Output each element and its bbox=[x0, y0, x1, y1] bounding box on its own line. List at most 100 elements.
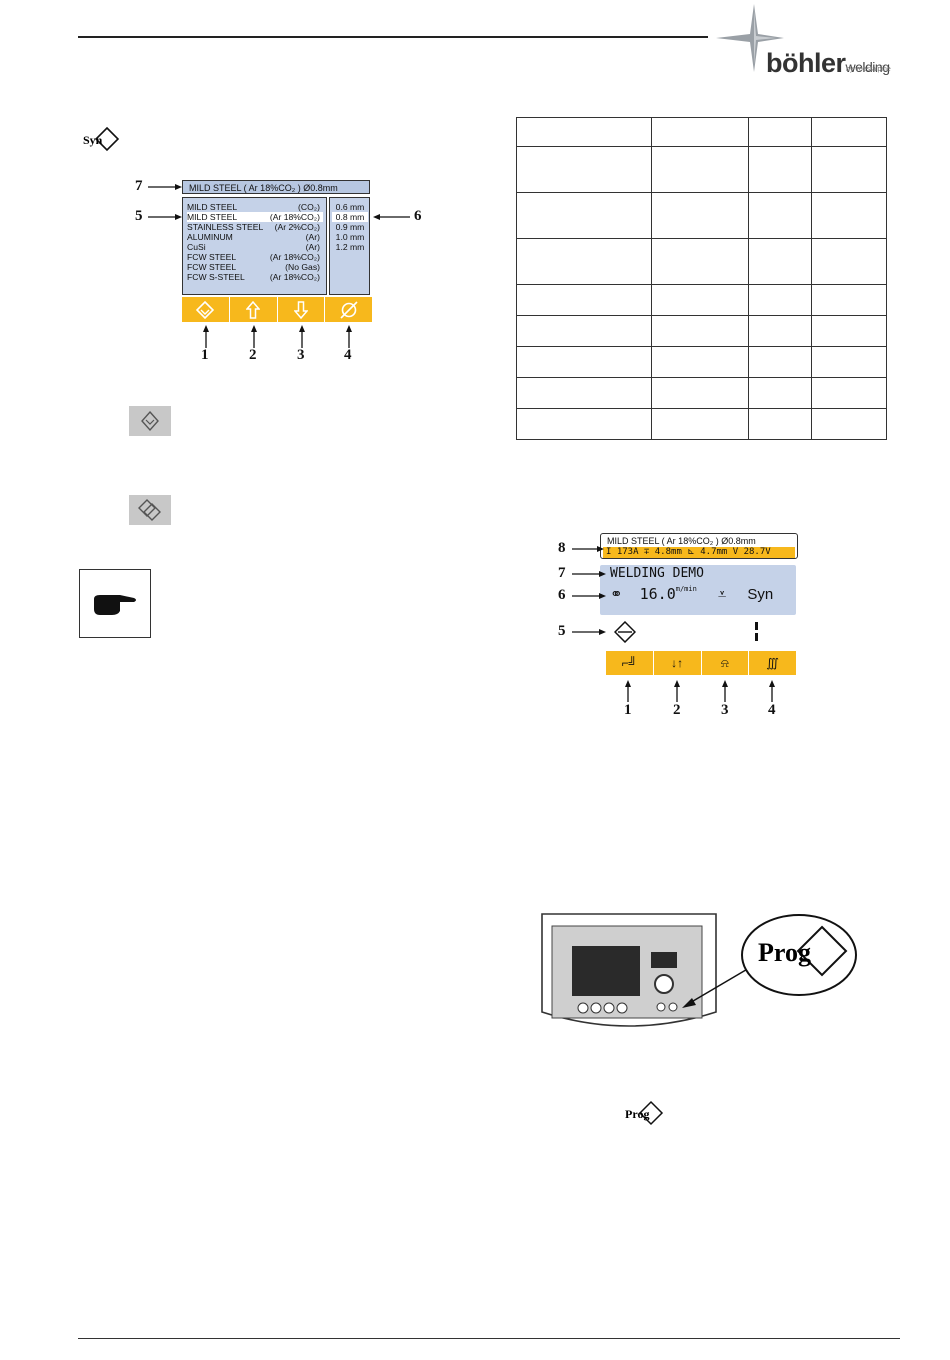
main-display: WELDING DEMO ⚭ 16.0m/min ⩡ Syn bbox=[600, 565, 796, 615]
material-name: FCW S-STEEL bbox=[187, 272, 245, 282]
diameter-item[interactable]: 1.0 mm bbox=[335, 232, 365, 242]
brand-suffix: welding bbox=[845, 59, 890, 75]
wire-feed-icon: ⚭ bbox=[610, 585, 623, 603]
table-cell bbox=[748, 238, 812, 285]
callout-4: 4 bbox=[344, 347, 352, 363]
svg-text:Prog: Prog bbox=[625, 1107, 649, 1121]
table-cell bbox=[651, 408, 749, 440]
diameter-key[interactable] bbox=[325, 297, 372, 322]
table-cell bbox=[748, 117, 812, 147]
arrow-down-icon bbox=[293, 300, 308, 319]
arrow-up-icon bbox=[246, 300, 261, 319]
table-cell bbox=[811, 117, 887, 147]
table-row bbox=[516, 238, 887, 285]
brand-sub: by voestalpine bbox=[846, 66, 891, 73]
material-item[interactable]: FCW STEEL (Ar 18%CO₂) bbox=[187, 252, 323, 262]
callout-5b: 5 bbox=[558, 623, 566, 639]
callout-5: 5 bbox=[135, 208, 143, 224]
table-cell bbox=[516, 117, 652, 147]
table-cell bbox=[516, 238, 652, 285]
torch-key[interactable]: ⌐╝ bbox=[606, 651, 654, 675]
table-cell bbox=[651, 192, 749, 239]
material-item[interactable]: FCW S-STEEL (Ar 18%CO₂) bbox=[187, 272, 323, 282]
callout-6: 6 bbox=[414, 208, 422, 224]
confirm-key[interactable] bbox=[182, 297, 230, 322]
material-name: CuSi bbox=[187, 242, 206, 252]
wire-speed-unit: m/min bbox=[675, 585, 697, 593]
pointing-hand-icon bbox=[79, 569, 151, 638]
torch-mode-icon: ⩡ bbox=[717, 585, 727, 603]
material-item[interactable]: MILD STEEL(CO₂) bbox=[187, 202, 323, 212]
pulse-wave-icon: ∭ bbox=[766, 656, 779, 670]
table-row bbox=[516, 192, 887, 239]
table-cell bbox=[811, 238, 887, 285]
footer-rule bbox=[78, 1338, 900, 1339]
material-gas: (No Gas) bbox=[285, 262, 320, 272]
callout-3: 3 bbox=[297, 347, 305, 363]
material-gas: (Ar 2%CO₂) bbox=[274, 222, 320, 232]
welder-key[interactable]: ⍾ bbox=[701, 651, 750, 675]
down-key[interactable] bbox=[277, 297, 326, 322]
pulse-key[interactable]: ∭ bbox=[749, 651, 796, 675]
brand-name: böhler bbox=[766, 48, 846, 78]
material-item[interactable]: ALUMINUM(Ar) bbox=[187, 232, 323, 242]
callout-6b: 6 bbox=[558, 587, 566, 603]
table-cell bbox=[651, 315, 749, 347]
double-confirm-button-icon bbox=[129, 495, 171, 525]
demo-title: WELDING DEMO bbox=[610, 566, 704, 581]
welder-icon: ⍾ bbox=[720, 655, 729, 670]
material-gas: (Ar) bbox=[305, 232, 320, 242]
material-item[interactable]: MILD STEEL(Ar 18%CO₂) bbox=[187, 212, 323, 222]
diameter-item[interactable]: 0.6 mm bbox=[335, 202, 365, 212]
welding-demo-screen: MILD STEEL ( Ar 18%CO₂ ) Ø0.8mm I 173A ∓… bbox=[600, 533, 800, 683]
callout-1: 1 bbox=[201, 347, 209, 363]
lcd2-callout-arrows bbox=[572, 546, 775, 702]
up-down-key[interactable]: ↓↑ bbox=[653, 651, 702, 675]
pointer-arrow bbox=[682, 963, 757, 1008]
data-table bbox=[516, 117, 887, 440]
table-cell bbox=[811, 408, 887, 440]
material-gas: (Ar 18%CO₂) bbox=[269, 272, 320, 282]
selection-summary: MILD STEEL ( Ar 18%CO₂ ) Ø0.8mm bbox=[182, 180, 370, 194]
diamond-arrow-icon bbox=[196, 300, 215, 319]
material-item[interactable]: FCW STEEL(No Gas) bbox=[187, 262, 323, 272]
parameters-line: I 173A ∓ 4.8mm ⊾ 4.7mm V 28.7V bbox=[603, 547, 795, 558]
callout-2b: 2 bbox=[673, 702, 681, 718]
table-cell bbox=[516, 284, 652, 316]
table-cell bbox=[811, 346, 887, 378]
lcd1-callout-arrows bbox=[148, 184, 410, 348]
material-item[interactable]: CuSi (Ar) bbox=[187, 242, 323, 252]
material-gas: (Ar) bbox=[305, 242, 320, 252]
diameter-item[interactable]: 1.2 mm bbox=[335, 242, 365, 252]
diameter-item[interactable]: 0.8 mm bbox=[332, 212, 368, 222]
table-cell bbox=[811, 315, 887, 347]
table-cell bbox=[748, 377, 812, 409]
table-cell bbox=[516, 192, 652, 239]
diameter-item[interactable]: 0.9 mm bbox=[335, 222, 365, 232]
material-select-screen: MILD STEEL ( Ar 18%CO₂ ) Ø0.8mm MILD STE… bbox=[182, 180, 372, 325]
table-cell bbox=[748, 346, 812, 378]
material-gas: (Ar 18%CO₂) bbox=[269, 252, 320, 262]
material-name: FCW STEEL bbox=[187, 252, 237, 262]
up-down-icon: ↓↑ bbox=[671, 656, 684, 670]
table-cell bbox=[748, 284, 812, 316]
brand-logo: böhlerwelding bbox=[766, 48, 890, 79]
table-row bbox=[516, 408, 887, 440]
up-key[interactable] bbox=[229, 297, 278, 322]
prog-icon: Prog bbox=[625, 1100, 665, 1131]
table-cell bbox=[516, 377, 652, 409]
table-cell bbox=[516, 146, 652, 193]
material-gas: (CO₂) bbox=[298, 202, 320, 212]
table-cell bbox=[651, 238, 749, 285]
enter-diamond-icon bbox=[613, 620, 637, 648]
callout-1b: 1 bbox=[624, 702, 632, 718]
prog-button-callout: Prog bbox=[740, 913, 858, 997]
control-panel-illustration bbox=[540, 912, 718, 1032]
table-row bbox=[516, 346, 887, 378]
table-cell bbox=[516, 346, 652, 378]
table-cell bbox=[651, 377, 749, 409]
table-row bbox=[516, 117, 887, 147]
material-item[interactable]: STAINLESS STEEL(Ar 2%CO₂) bbox=[187, 222, 323, 232]
table-row bbox=[516, 284, 887, 316]
